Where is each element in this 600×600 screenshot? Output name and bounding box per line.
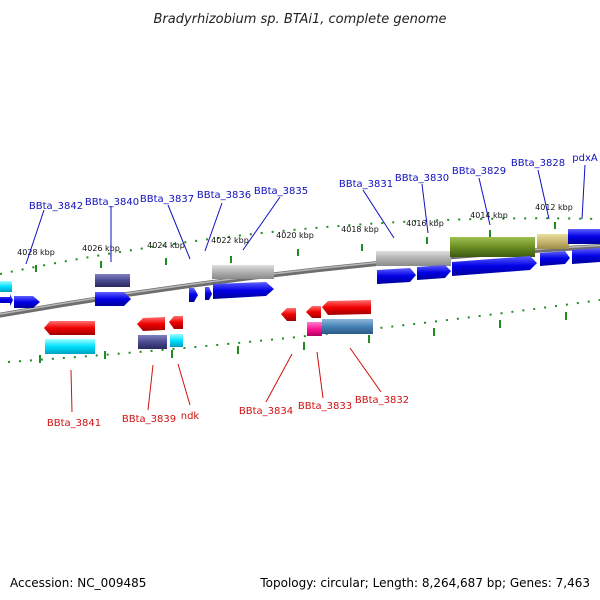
gene-label[interactable]: ndk bbox=[181, 411, 200, 422]
gene-label[interactable]: BBta_3830 bbox=[395, 173, 449, 184]
gene-feature[interactable] bbox=[212, 265, 274, 279]
gene-feature[interactable] bbox=[540, 251, 570, 266]
gene-feature[interactable] bbox=[452, 256, 537, 276]
gene-feature[interactable] bbox=[377, 268, 416, 284]
bottom-callout-lines bbox=[70, 347, 382, 413]
gene-feature[interactable] bbox=[95, 292, 131, 306]
gene-label[interactable]: BBta_3832 bbox=[355, 395, 409, 406]
forward-genes bbox=[0, 229, 600, 308]
scale-label: 4026 kbp bbox=[82, 244, 120, 253]
gene-feature[interactable] bbox=[322, 300, 371, 315]
gene-feature[interactable] bbox=[138, 335, 167, 349]
scale-label: 4014 kbp bbox=[470, 211, 508, 220]
gene-feature[interactable] bbox=[189, 288, 198, 302]
gene-feature[interactable] bbox=[137, 317, 165, 331]
genome-summary-text: Topology: circular; Length: 8,264,687 bp… bbox=[260, 576, 590, 590]
gene-feature[interactable] bbox=[44, 321, 95, 335]
gene-label[interactable]: BBta_3839 bbox=[122, 414, 176, 425]
gene-label[interactable]: BBta_3834 bbox=[239, 406, 293, 417]
gene-label[interactable]: BBta_3836 bbox=[197, 190, 251, 201]
gene-feature[interactable] bbox=[572, 248, 600, 264]
gene-feature[interactable] bbox=[0, 294, 13, 306]
scale-label: 4012 kbp bbox=[535, 203, 573, 212]
gene-feature[interactable] bbox=[0, 281, 12, 292]
bottom-gene-labels: BBta_3841 BBta_3839 ndk BBta_3834 BBta_3… bbox=[47, 395, 409, 429]
genome-title: Bradyrhizobium sp. BTAi1, complete genom… bbox=[153, 12, 446, 27]
gene-feature[interactable] bbox=[306, 306, 321, 318]
gene-label[interactable]: BBta_3841 bbox=[47, 418, 101, 429]
reverse-genes bbox=[44, 300, 373, 354]
gene-feature[interactable] bbox=[95, 274, 130, 287]
gene-label[interactable]: BBta_3833 bbox=[298, 401, 352, 412]
gene-feature[interactable] bbox=[45, 339, 95, 354]
gene-feature[interactable] bbox=[417, 265, 451, 280]
gene-label[interactable]: BBta_3837 bbox=[140, 194, 194, 205]
gene-feature[interactable] bbox=[376, 251, 451, 266]
scale-label: 4018 kbp bbox=[341, 225, 379, 234]
gene-feature[interactable] bbox=[213, 282, 274, 299]
gene-feature[interactable] bbox=[322, 319, 373, 334]
scale-label: 4022 kbp bbox=[211, 236, 249, 245]
scale-label: 4024 kbp bbox=[147, 241, 185, 250]
gene-label[interactable]: pdxA bbox=[572, 153, 598, 164]
gene-label[interactable]: BBta_3828 bbox=[511, 158, 565, 169]
upper-major-ticks bbox=[35, 222, 556, 272]
gene-feature[interactable] bbox=[281, 308, 296, 321]
gene-label[interactable]: BBta_3840 bbox=[85, 197, 139, 208]
gene-feature[interactable] bbox=[537, 234, 569, 249]
gene-feature[interactable] bbox=[14, 296, 40, 308]
gene-feature[interactable] bbox=[307, 322, 322, 336]
scale-label: 4028 kbp bbox=[17, 248, 55, 257]
scale-labels: 4028 kbp 4026 kbp 4024 kbp 4022 kbp 4020… bbox=[17, 203, 573, 257]
gene-feature[interactable] bbox=[170, 334, 183, 347]
gene-label[interactable]: BBta_3842 bbox=[29, 201, 83, 212]
lower-major-ticks bbox=[39, 312, 567, 363]
scale-label: 4020 kbp bbox=[276, 231, 314, 240]
gene-label[interactable]: BBta_3829 bbox=[452, 166, 506, 177]
top-callout-lines bbox=[25, 164, 586, 265]
gene-label[interactable]: BBta_3831 bbox=[339, 179, 393, 190]
gene-feature[interactable] bbox=[169, 316, 183, 329]
top-gene-labels: BBta_3842 BBta_3840 BBta_3837 BBta_3836 … bbox=[29, 153, 598, 212]
gene-label[interactable]: BBta_3835 bbox=[254, 186, 308, 197]
scale-label: 4016 kbp bbox=[406, 219, 444, 228]
lower-scale-arc bbox=[7, 299, 600, 363]
gene-feature[interactable] bbox=[568, 229, 600, 244]
gene-feature[interactable] bbox=[205, 287, 212, 300]
gene-feature[interactable] bbox=[450, 237, 535, 257]
accession-text: Accession: NC_009485 bbox=[10, 576, 147, 590]
